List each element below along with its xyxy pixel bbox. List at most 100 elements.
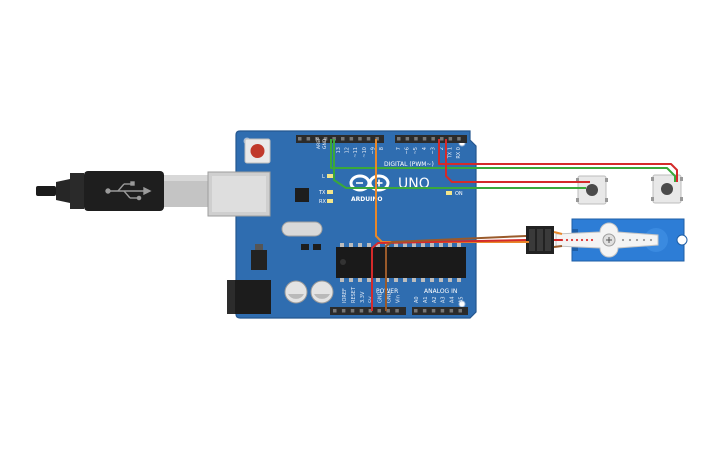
usb-collar [70, 173, 84, 209]
led-on-label: ON [455, 191, 463, 197]
header-pin-socket[interactable] [366, 137, 371, 141]
chip-pin [367, 243, 371, 247]
header-pin-socket[interactable] [333, 309, 337, 313]
chip-pin [457, 278, 461, 282]
horn-hole [635, 238, 639, 242]
header-pin-socket[interactable] [414, 309, 418, 313]
atmega-microcontroller [336, 243, 466, 282]
header-pin-socket[interactable] [306, 137, 311, 141]
header-pin-socket[interactable] [414, 137, 418, 141]
chip-pin [421, 243, 425, 247]
wire-red[interactable] [438, 139, 678, 182]
header-pin-socket[interactable] [457, 137, 461, 141]
horn-hole [565, 238, 569, 242]
header-pin-socket[interactable] [375, 137, 379, 141]
smd-component [301, 244, 309, 250]
pin-label: 8 [379, 147, 385, 150]
header-pin-socket[interactable] [349, 137, 354, 141]
header-pin-socket[interactable] [397, 137, 401, 141]
header-pin-socket[interactable] [448, 137, 453, 141]
chip-pin [439, 278, 443, 282]
pin-label: 7 [396, 147, 402, 150]
wire-red[interactable] [445, 139, 590, 183]
analog-header [412, 307, 468, 315]
pin-label: ~9 [370, 147, 376, 154]
header-pin-socket[interactable] [405, 137, 410, 141]
header-pin-socket[interactable] [323, 137, 328, 141]
usb-cable[interactable] [36, 171, 208, 211]
chip-pin [367, 278, 371, 282]
pin-label: ~10 [362, 147, 368, 158]
chip-pin [421, 278, 425, 282]
header-pin-socket[interactable] [298, 137, 302, 141]
header-pin-socket[interactable] [341, 137, 345, 141]
chip-pin [430, 243, 434, 247]
horn-hole [580, 238, 584, 242]
chip-pin [412, 278, 416, 282]
wire-green[interactable] [330, 139, 676, 182]
digital-section-label: DIGITAL (PWM~) [384, 161, 434, 168]
wires [330, 139, 678, 311]
pin-label: TX 1 [448, 147, 454, 159]
horn-hole [575, 238, 579, 242]
brand-label: ARDUINO [351, 196, 382, 203]
chip-pin [448, 278, 452, 282]
pushbutton-icon[interactable] [576, 175, 608, 205]
aref-label: AREF [316, 137, 322, 149]
chip-pin [340, 243, 344, 247]
chip-pin [394, 278, 398, 282]
header-pin-socket[interactable] [458, 309, 463, 313]
horn-hole [642, 238, 646, 242]
header-pin-socket[interactable] [449, 309, 454, 313]
chip-pin [358, 243, 362, 247]
header-pin-socket[interactable] [341, 309, 346, 313]
pin-label: IOREF [342, 288, 348, 303]
pin-label: A5 [459, 296, 465, 303]
header-pin-socket[interactable] [332, 137, 336, 141]
chip-pin [430, 278, 434, 282]
header-pin-socket[interactable] [377, 309, 382, 313]
header-pin-socket[interactable] [386, 309, 390, 313]
header-pin-socket[interactable] [368, 309, 373, 313]
pin-label: 12 [345, 147, 351, 153]
servo-connector [526, 226, 554, 254]
header-pin-socket[interactable] [395, 309, 399, 313]
digital-header [296, 135, 467, 143]
wire-green[interactable] [333, 139, 586, 189]
analog-section-label: ANALOG IN [424, 288, 457, 295]
header-pin-socket[interactable] [440, 309, 445, 313]
reset-button-icon[interactable] [244, 138, 271, 164]
wire-orange[interactable] [553, 231, 563, 235]
horn-hole [590, 238, 594, 242]
led-rx-label: RX [319, 199, 326, 205]
voltage-regulator [251, 244, 267, 270]
pin-label: GND [387, 291, 393, 303]
pushbutton-icon[interactable] [651, 174, 683, 204]
usb-strain-relief [56, 179, 70, 203]
wire-red[interactable] [371, 239, 527, 311]
header-pin-socket[interactable] [422, 309, 427, 313]
header-pin-socket[interactable] [431, 137, 435, 141]
header-pin-socket[interactable] [315, 137, 319, 141]
led-l [327, 174, 333, 178]
pin-label: ~6 [405, 147, 411, 154]
wire-brown[interactable] [553, 245, 563, 248]
usb-metal-highlight [164, 175, 208, 181]
wire-brown[interactable] [385, 235, 527, 311]
header-pin-socket[interactable] [350, 309, 355, 313]
model-label: UNO [398, 176, 430, 192]
smd-component [313, 244, 321, 250]
header-pin-socket[interactable] [431, 309, 436, 313]
header-pin-socket[interactable] [359, 309, 364, 313]
header-pin-socket[interactable] [422, 137, 427, 141]
header-pin-socket[interactable] [440, 137, 444, 141]
servo-motor-icon[interactable] [555, 218, 688, 262]
pin-label: Vin [395, 295, 401, 303]
header-pin-socket[interactable] [358, 137, 362, 141]
chip-pin [376, 243, 380, 247]
pin-label: ~5 [413, 147, 419, 154]
usb-b-inner [212, 176, 266, 212]
